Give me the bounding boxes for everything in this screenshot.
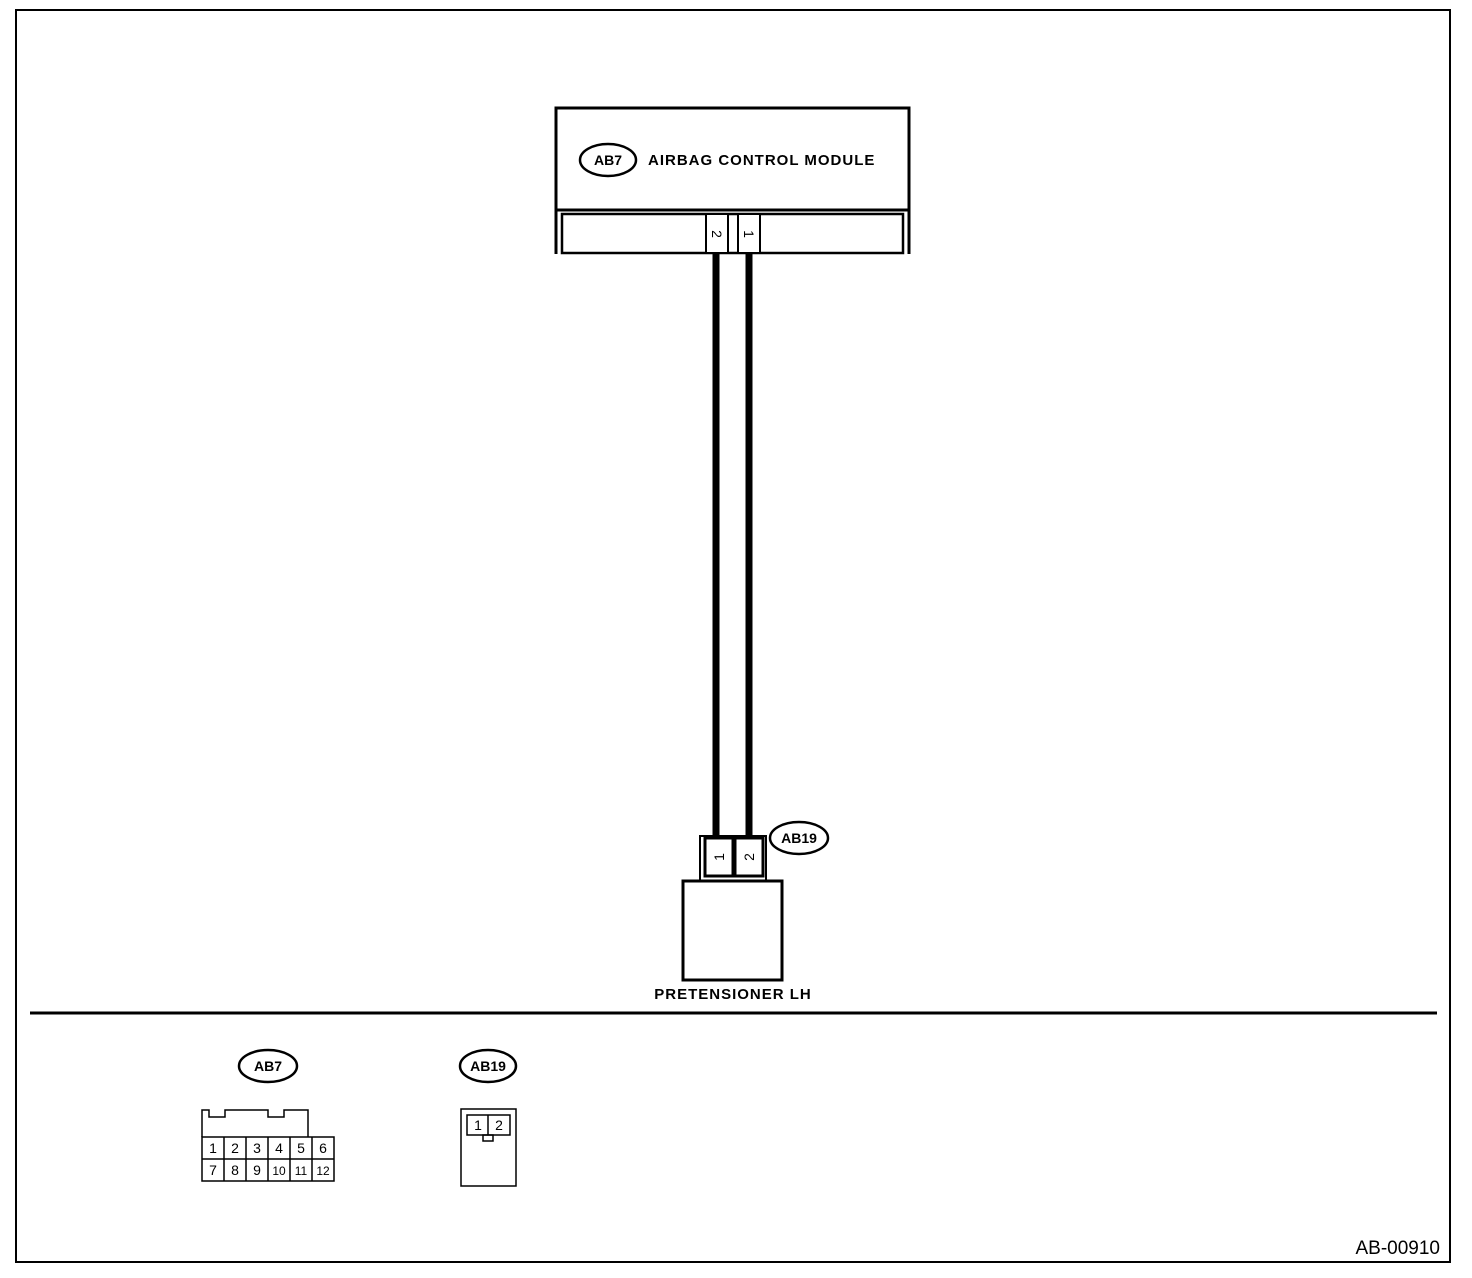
pretensioner-pin-2-label: 2 bbox=[741, 853, 757, 861]
legend-ab7-pin-10: 10 bbox=[272, 1164, 286, 1178]
ab19-tag-label: AB19 bbox=[781, 830, 817, 846]
legend-ab19-tag-label: AB19 bbox=[470, 1058, 506, 1074]
legend-ab19-tag bbox=[458, 1048, 518, 1084]
airbag-control-module: AB7 AIRBAG CONTROL MODULE 2 1 bbox=[554, 106, 911, 255]
legend-ab7-tag-label: AB7 bbox=[254, 1058, 282, 1074]
module-name: AIRBAG CONTROL MODULE bbox=[648, 152, 875, 169]
pretensioner-pin-1-label: 1 bbox=[711, 853, 727, 861]
module-pin-2-label: 2 bbox=[709, 230, 725, 238]
ab7-tag-label: AB7 bbox=[594, 152, 622, 168]
legend-ab19-pin-2: 2 bbox=[495, 1117, 503, 1133]
legend-ab7-pin-2: 2 bbox=[231, 1140, 239, 1156]
legend-ab7-pin-11: 11 bbox=[295, 1164, 308, 1178]
figure-id: AB-00910 bbox=[1355, 1238, 1440, 1259]
legend-ab7-pin-6: 6 bbox=[319, 1140, 327, 1156]
legend-ab7-pin-1: 1 bbox=[209, 1140, 217, 1156]
legend-ab7-pin-9: 9 bbox=[253, 1162, 261, 1178]
pretensioner-pin-2 bbox=[733, 836, 765, 878]
legend-ab7-pin-8: 8 bbox=[231, 1162, 239, 1178]
module-pin-1-label: 1 bbox=[741, 230, 757, 238]
legend-ab7-tag bbox=[237, 1048, 299, 1084]
legend-ab7-pin-3: 3 bbox=[253, 1140, 261, 1156]
ab19-connector-tag bbox=[768, 820, 830, 856]
diagram-frame bbox=[15, 9, 1451, 1263]
legend-ab7-pin-5: 5 bbox=[297, 1140, 305, 1156]
pretensioner-name: PRETENSIONER LH bbox=[654, 986, 812, 1003]
legend-ab19-pin-1: 1 bbox=[474, 1117, 482, 1133]
pretensioner-pin-1 bbox=[703, 836, 735, 878]
legend-ab7-pin-12: 12 bbox=[316, 1164, 330, 1178]
pretensioner-body bbox=[681, 879, 784, 982]
legend-ab19: AB19 1 2 bbox=[458, 1048, 518, 1187]
ab7-connector-tag bbox=[578, 142, 638, 178]
legend-ab7-pin-7: 7 bbox=[209, 1162, 217, 1178]
pretensioner-lh: 1 2 AB19 PRETENSIONER LH bbox=[654, 820, 830, 1003]
legend-ab7-pin-4: 4 bbox=[275, 1140, 283, 1156]
